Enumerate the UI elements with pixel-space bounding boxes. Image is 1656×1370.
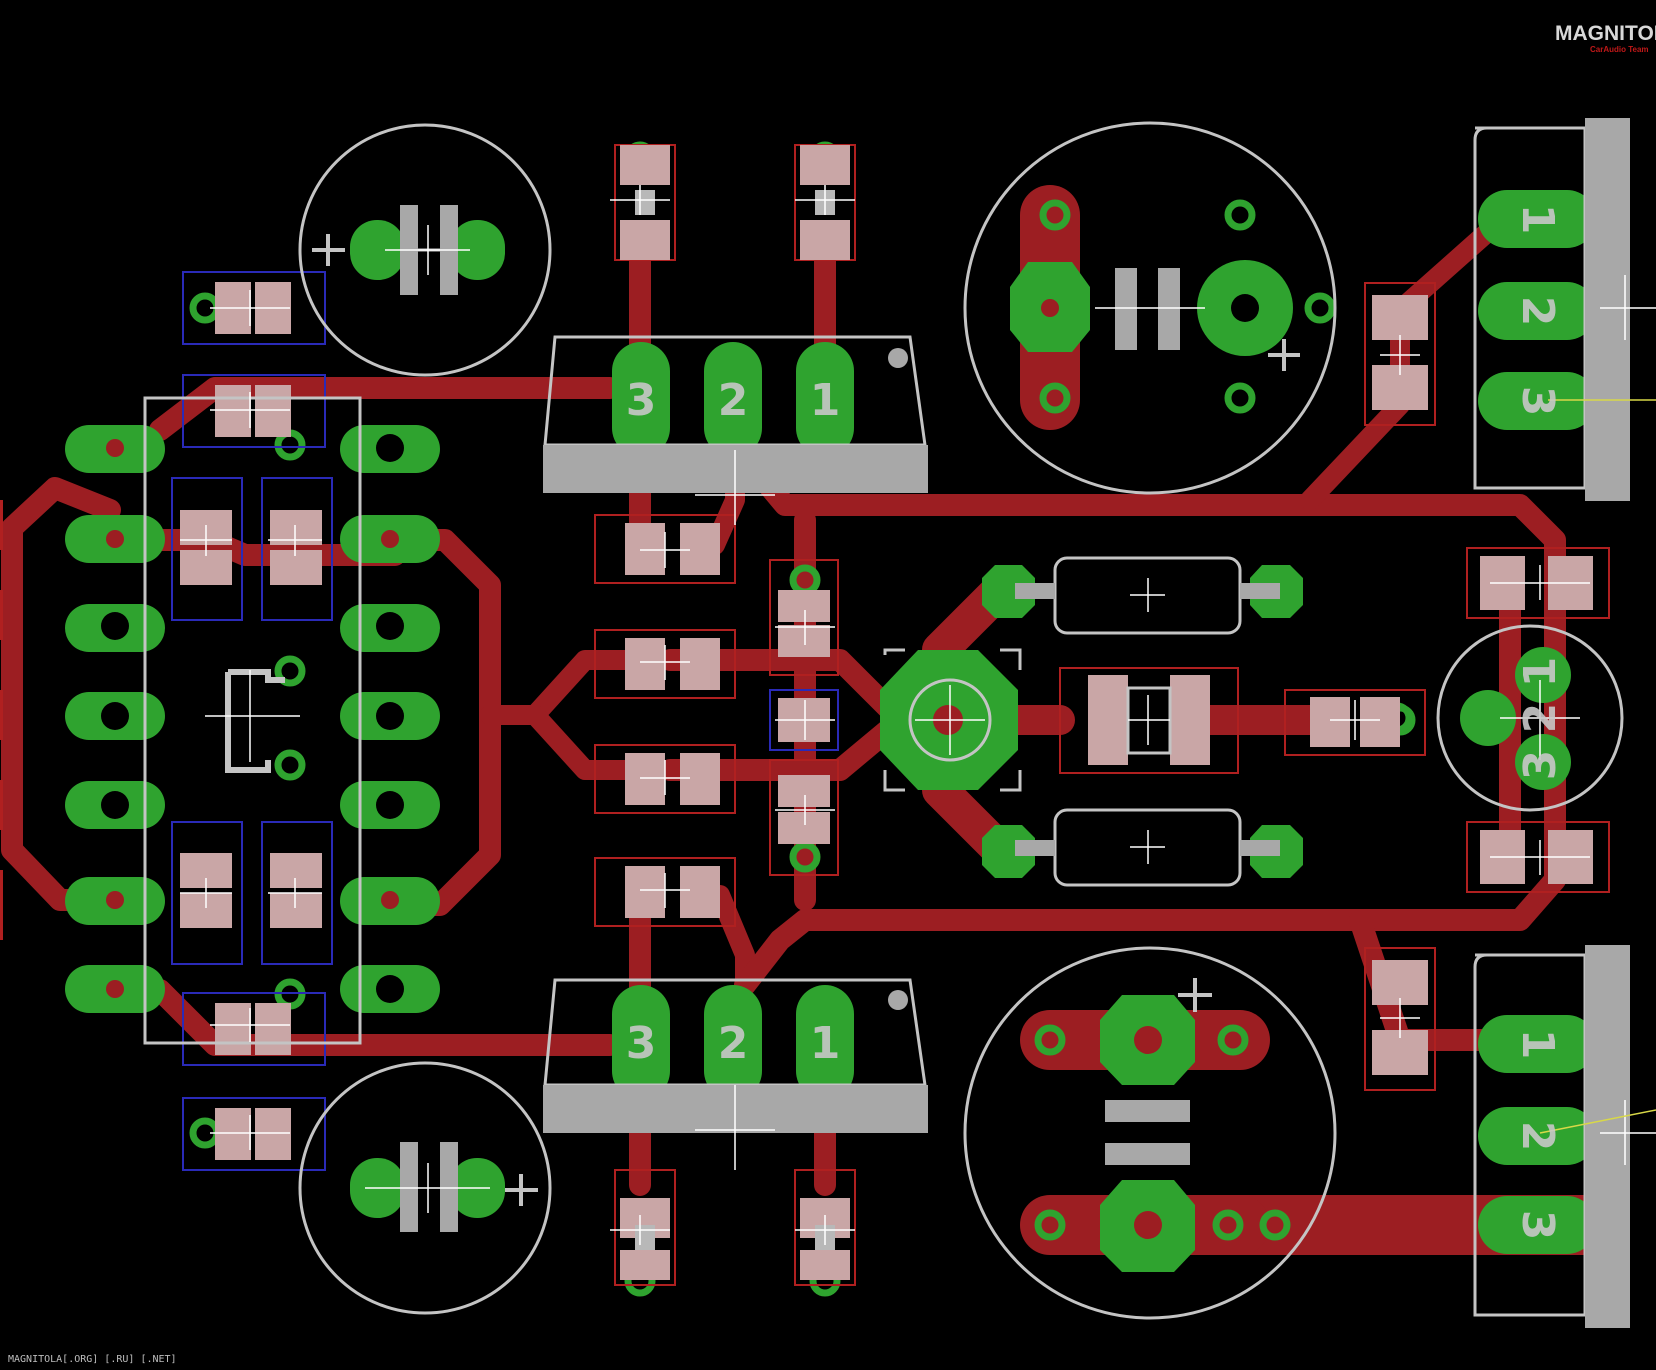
connector-pad: [1478, 1107, 1596, 1165]
pin-label: 2: [1512, 1121, 1563, 1152]
resistor-leg: [1015, 583, 1055, 599]
regulator-pad: [612, 342, 670, 457]
capacitor-outline: [298, 1061, 552, 1315]
smd-capacitor: [182, 992, 326, 1066]
plus-mark: [505, 1174, 538, 1206]
connector-pad: [1478, 190, 1596, 248]
smd-capacitor: [261, 821, 333, 965]
connector-pad: [1478, 1015, 1596, 1073]
capacitor-pad: [350, 220, 405, 280]
smd-resistor: [769, 559, 839, 676]
pin-label: 1: [1512, 1029, 1563, 1060]
connector-round-outline: [1436, 624, 1624, 812]
connector-outline: [1473, 953, 1587, 1317]
connector-outline: [1473, 126, 1587, 490]
pin-label: 3: [626, 375, 657, 426]
ic-outline: [143, 396, 362, 1045]
resistor-leg: [1240, 840, 1280, 856]
pin-label: 2: [718, 1018, 749, 1069]
pin-label: 3: [1512, 1210, 1563, 1241]
pin-label: 2: [718, 375, 749, 426]
smd-resistor: [594, 744, 736, 814]
pin-label: 2: [1515, 703, 1566, 734]
footer-text: MAGNITOLA[.ORG] [.RU] [.NET]: [8, 1354, 177, 1365]
smd-resistor: [594, 857, 736, 927]
smd-resistor: [769, 759, 839, 876]
smd-capacitor: [261, 477, 333, 621]
logo-text: MAGNITOLA: [1555, 22, 1656, 45]
connector-pad: [1478, 282, 1596, 340]
regulator-pad: [612, 985, 670, 1100]
plus-mark: [1178, 978, 1212, 1012]
resistor-leg: [1240, 583, 1280, 599]
connector-bar: [1585, 945, 1630, 1328]
airwires: [1539, 399, 1656, 1134]
center-terminal-ring: [908, 678, 992, 762]
connector-pad: [1515, 647, 1571, 703]
smd-resistor: [594, 629, 736, 699]
pin-label: 3: [626, 1018, 657, 1069]
capacitor-outline: [963, 121, 1337, 495]
origin-marks: [180, 185, 1656, 1245]
smd-resistor: [614, 144, 676, 261]
pin-label: 1: [810, 375, 841, 426]
pin-label: 1: [810, 1018, 841, 1069]
capacitor-outline: [298, 123, 552, 377]
capacitor-pad: [450, 220, 505, 280]
resistor-pad: [982, 565, 1035, 618]
plus-mark: [1268, 339, 1300, 371]
edge-marks: [0, 500, 3, 940]
pin-labels: 3 2 1 3 2 1 1 2 3 1 2 3 3 2 1: [626, 204, 1566, 1241]
smd-components: [171, 144, 1610, 1286]
smd-capacitor: [182, 374, 326, 448]
smd-resistor: [1284, 689, 1426, 756]
connector-bar: [1585, 118, 1630, 501]
resistor-leg: [1015, 840, 1055, 856]
regulator-mark: [888, 990, 908, 1010]
resistor-pad: [982, 825, 1035, 878]
pin-label: 2: [1512, 296, 1563, 327]
drill-holes: [106, 299, 1162, 1239]
capacitor-plate: [400, 1142, 418, 1232]
connector-pad: [1478, 372, 1596, 430]
pin-label: 1: [1515, 657, 1566, 688]
capacitor-plate: [1158, 268, 1180, 350]
pin-label: 3: [1515, 750, 1566, 781]
polarity-marks: [312, 234, 1300, 1206]
regulator-pad: [796, 342, 854, 457]
capacitor-outline: [963, 946, 1337, 1320]
regulator-pad: [704, 342, 762, 457]
capacitor-plate: [440, 1142, 458, 1232]
smd-resistor: [594, 514, 736, 584]
center-terminal-outline: [883, 648, 1022, 792]
connector-pad: [1478, 1196, 1596, 1254]
ic-crystal: [225, 669, 285, 773]
logo-subtext: CarAudio Team: [1590, 45, 1649, 54]
regulator-pad: [704, 985, 762, 1100]
plus-mark: [312, 234, 345, 266]
brand-logo: MAGNITOLA CarAudio Team: [1555, 22, 1656, 54]
pin-label: 1: [1512, 204, 1563, 235]
capacitor-plate: [1115, 268, 1137, 350]
capacitor-plate: [1105, 1100, 1190, 1122]
connector-pad: [1515, 734, 1571, 790]
plated-holes: [101, 294, 1259, 1003]
connector-pad: [1460, 690, 1516, 746]
regulator-mark: [888, 348, 908, 368]
pin-label: 3: [1512, 386, 1563, 417]
pads: [65, 190, 1596, 1272]
capacitor-plate: [1105, 1143, 1190, 1165]
smd-capacitor: [182, 1097, 326, 1171]
regulator-pad: [796, 985, 854, 1100]
smd-resistor: [614, 1169, 676, 1286]
